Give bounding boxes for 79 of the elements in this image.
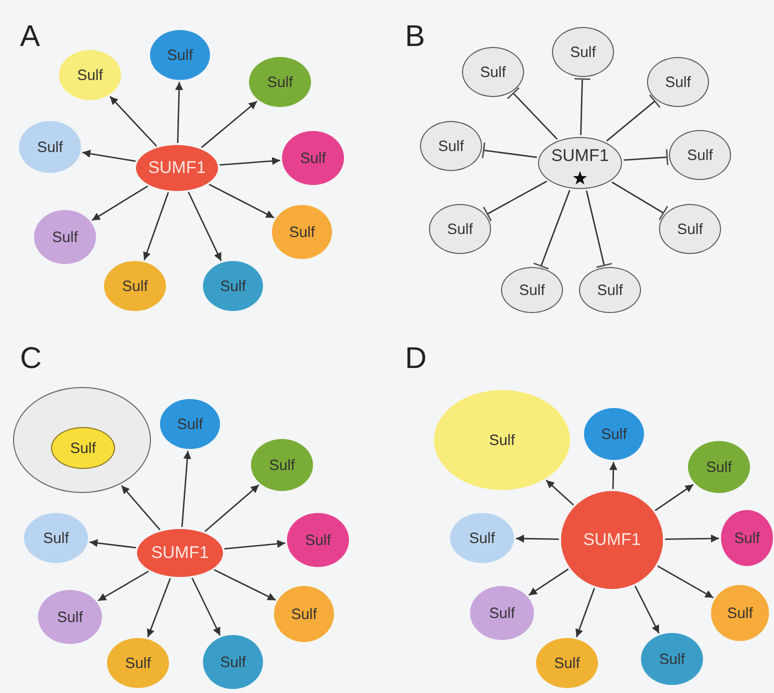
- colored-ellipse: Sulf: [641, 633, 703, 685]
- outlined-ellipse: Sulf: [501, 267, 563, 313]
- arrow: [208, 184, 274, 218]
- arrow: [204, 484, 260, 532]
- panel-letter: A: [20, 22, 40, 52]
- colored-ellipse: Sulf: [711, 585, 769, 641]
- arrow: [528, 568, 569, 596]
- arrow: [181, 450, 192, 528]
- outlined-ellipse: Sulf: [462, 47, 524, 97]
- colored-ellipse: Sulf: [160, 399, 220, 449]
- outlined-ellipse: Sulf: [429, 204, 491, 254]
- arrow: [654, 484, 694, 512]
- colored-ellipse: Sulf: [150, 30, 210, 80]
- colored-ellipse: Sulf: [470, 586, 534, 640]
- colored-ellipse: Sulf: [38, 590, 102, 644]
- arrow: [214, 569, 276, 601]
- outlined-ellipse: Sulf: [669, 130, 731, 180]
- outlined-ellipse: Sulf: [579, 267, 641, 313]
- colored-ellipse: Sulf: [282, 131, 344, 185]
- colored-ellipse: Sulf: [24, 513, 88, 563]
- outlined-ellipse: SUMF1: [538, 137, 622, 189]
- colored-ellipse: Sulf: [688, 441, 750, 493]
- colored-ellipse: Sulf: [450, 513, 514, 563]
- arrow: [109, 96, 158, 147]
- inhibition-line: [482, 180, 548, 222]
- arrow: [224, 540, 286, 550]
- arrow: [98, 570, 149, 602]
- colored-ellipse: Sulf: [34, 210, 96, 264]
- colored-ellipse: Sulf: [721, 510, 773, 566]
- panel-letter: C: [20, 344, 42, 374]
- arrow: [175, 82, 184, 144]
- colored-ellipse: Sulf: [249, 57, 311, 107]
- inhibition-line: [606, 94, 661, 142]
- center-ellipse: SUMF1: [137, 529, 223, 577]
- inhibition-line: [532, 190, 570, 270]
- arrow: [121, 485, 161, 530]
- outlined-ellipse: Sulf: [659, 204, 721, 254]
- colored-ellipse: Sulf: [203, 635, 263, 689]
- arrow: [146, 578, 171, 638]
- arrow: [92, 186, 148, 221]
- colored-ellipse: Sulf: [104, 261, 166, 311]
- outlined-ellipse: Sulf: [647, 57, 709, 107]
- colored-ellipse: Sulf: [536, 638, 598, 688]
- inhibition-line: [506, 86, 558, 140]
- arrow: [188, 192, 222, 262]
- inhibition-line: [624, 148, 668, 166]
- arrow: [609, 462, 618, 490]
- arrow: [143, 192, 169, 260]
- colored-ellipse: Sulf: [434, 390, 570, 490]
- colored-ellipse: Sulf: [272, 205, 332, 259]
- arrow: [82, 150, 136, 162]
- colored-ellipse: Sulf: [287, 513, 349, 567]
- arrow: [634, 586, 660, 634]
- inhibition-line: [574, 78, 592, 136]
- arrow: [516, 534, 560, 543]
- colored-ellipse: Sulf: [251, 439, 313, 491]
- colored-ellipse: Sulf: [274, 586, 334, 642]
- colored-ellipse: Sulf: [107, 638, 169, 688]
- colored-ellipse: Sulf: [203, 261, 263, 311]
- arrow: [90, 539, 136, 548]
- inhibition-line: [586, 190, 613, 268]
- arrow: [200, 100, 258, 148]
- outlined-ellipse: Sulf: [552, 27, 614, 77]
- center-ellipse: SUMF1: [136, 145, 218, 191]
- outlined-ellipse: Sulf: [420, 121, 482, 171]
- colored-ellipse: Sulf: [59, 50, 121, 100]
- colored-ellipse: Sulf: [584, 408, 644, 460]
- arrow: [220, 157, 280, 166]
- center-ellipse: SUMF1: [561, 491, 663, 589]
- arrow: [546, 480, 574, 506]
- arrow: [665, 534, 719, 543]
- arrow: [191, 578, 221, 636]
- arrow: [576, 588, 596, 638]
- inhibition-line: [482, 142, 537, 159]
- colored-ellipse: Sulf: [19, 121, 81, 173]
- panel-letter: B: [405, 22, 426, 52]
- panel-letter: D: [405, 344, 427, 374]
- inner-ellipse: Sulf: [51, 427, 115, 469]
- inhibition-line: [612, 182, 668, 221]
